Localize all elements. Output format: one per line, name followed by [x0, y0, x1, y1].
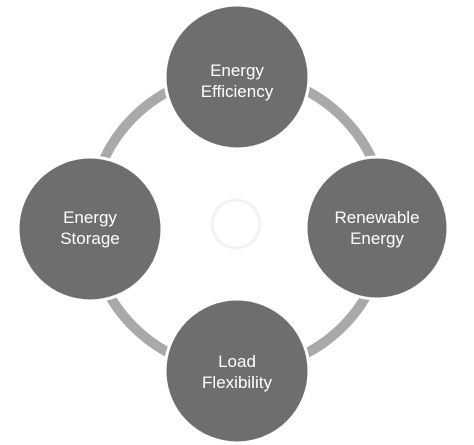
- node-load-flexibility: Load Flexibility: [163, 297, 311, 445]
- node-energy-storage: Energy Storage: [16, 155, 164, 303]
- node-renewable-energy: Renewable Energy: [304, 155, 450, 301]
- center-ring: [210, 198, 262, 250]
- node-label: Energy: [63, 208, 117, 227]
- node-label: Energy: [350, 229, 404, 248]
- node-energy-efficiency: Energy Efficiency: [163, 3, 311, 151]
- node-label: Load: [218, 352, 256, 371]
- node-label: Renewable: [334, 208, 419, 227]
- node-label: Storage: [60, 229, 120, 248]
- node-label: Efficiency: [201, 82, 274, 101]
- node-label: Flexibility: [202, 373, 272, 392]
- node-label: Energy: [210, 61, 264, 80]
